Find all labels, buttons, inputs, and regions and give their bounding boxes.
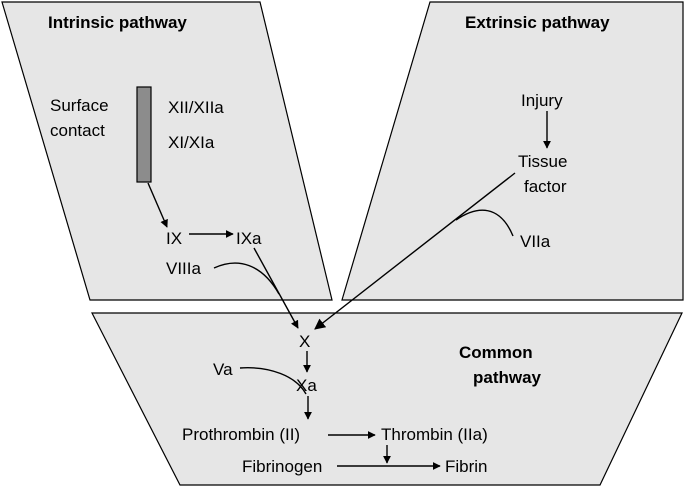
common-panel [91, 312, 683, 486]
ixa-label: IXa [236, 229, 262, 248]
surface-label-line2: contact [50, 121, 105, 140]
tissue-label-line1: Tissue [518, 152, 567, 171]
viiia-label: VIIIa [166, 259, 202, 278]
extrinsic-panel [341, 1, 684, 301]
thrombin-label: Thrombin (IIa) [381, 425, 488, 444]
va-cofactor-curve [239, 367, 307, 395]
viiia-cofactor-curve [213, 262, 280, 295]
viia-cofactor-curve [455, 209, 514, 237]
x-label: X [299, 332, 310, 351]
prothrombin-label: Prothrombin (II) [182, 425, 300, 444]
viia-label: VIIa [520, 232, 551, 251]
surface-label-line1: Surface [50, 96, 109, 115]
fibrinogen-label: Fibrinogen [242, 457, 322, 476]
common-title-line1: Common [459, 343, 533, 362]
va-label: Va [213, 360, 233, 379]
arrow-bar-to-ix [147, 182, 168, 228]
common-title-line2: pathway [473, 368, 542, 387]
xii-label: XII/XIIa [168, 98, 224, 117]
xi-label: XI/XIa [168, 133, 215, 152]
tissue-label-line2: factor [524, 177, 567, 196]
intrinsic-title: Intrinsic pathway [48, 13, 187, 32]
intrinsic-panel [1, 1, 333, 301]
xa-label: Xa [296, 376, 317, 395]
injury-label: Injury [521, 91, 563, 110]
surface-contact-bar [136, 86, 152, 183]
extrinsic-title: Extrinsic pathway [465, 13, 610, 32]
fibrin-label: Fibrin [445, 457, 488, 476]
ix-label: IX [166, 229, 182, 248]
arrow-tissue-to-x [314, 172, 516, 330]
